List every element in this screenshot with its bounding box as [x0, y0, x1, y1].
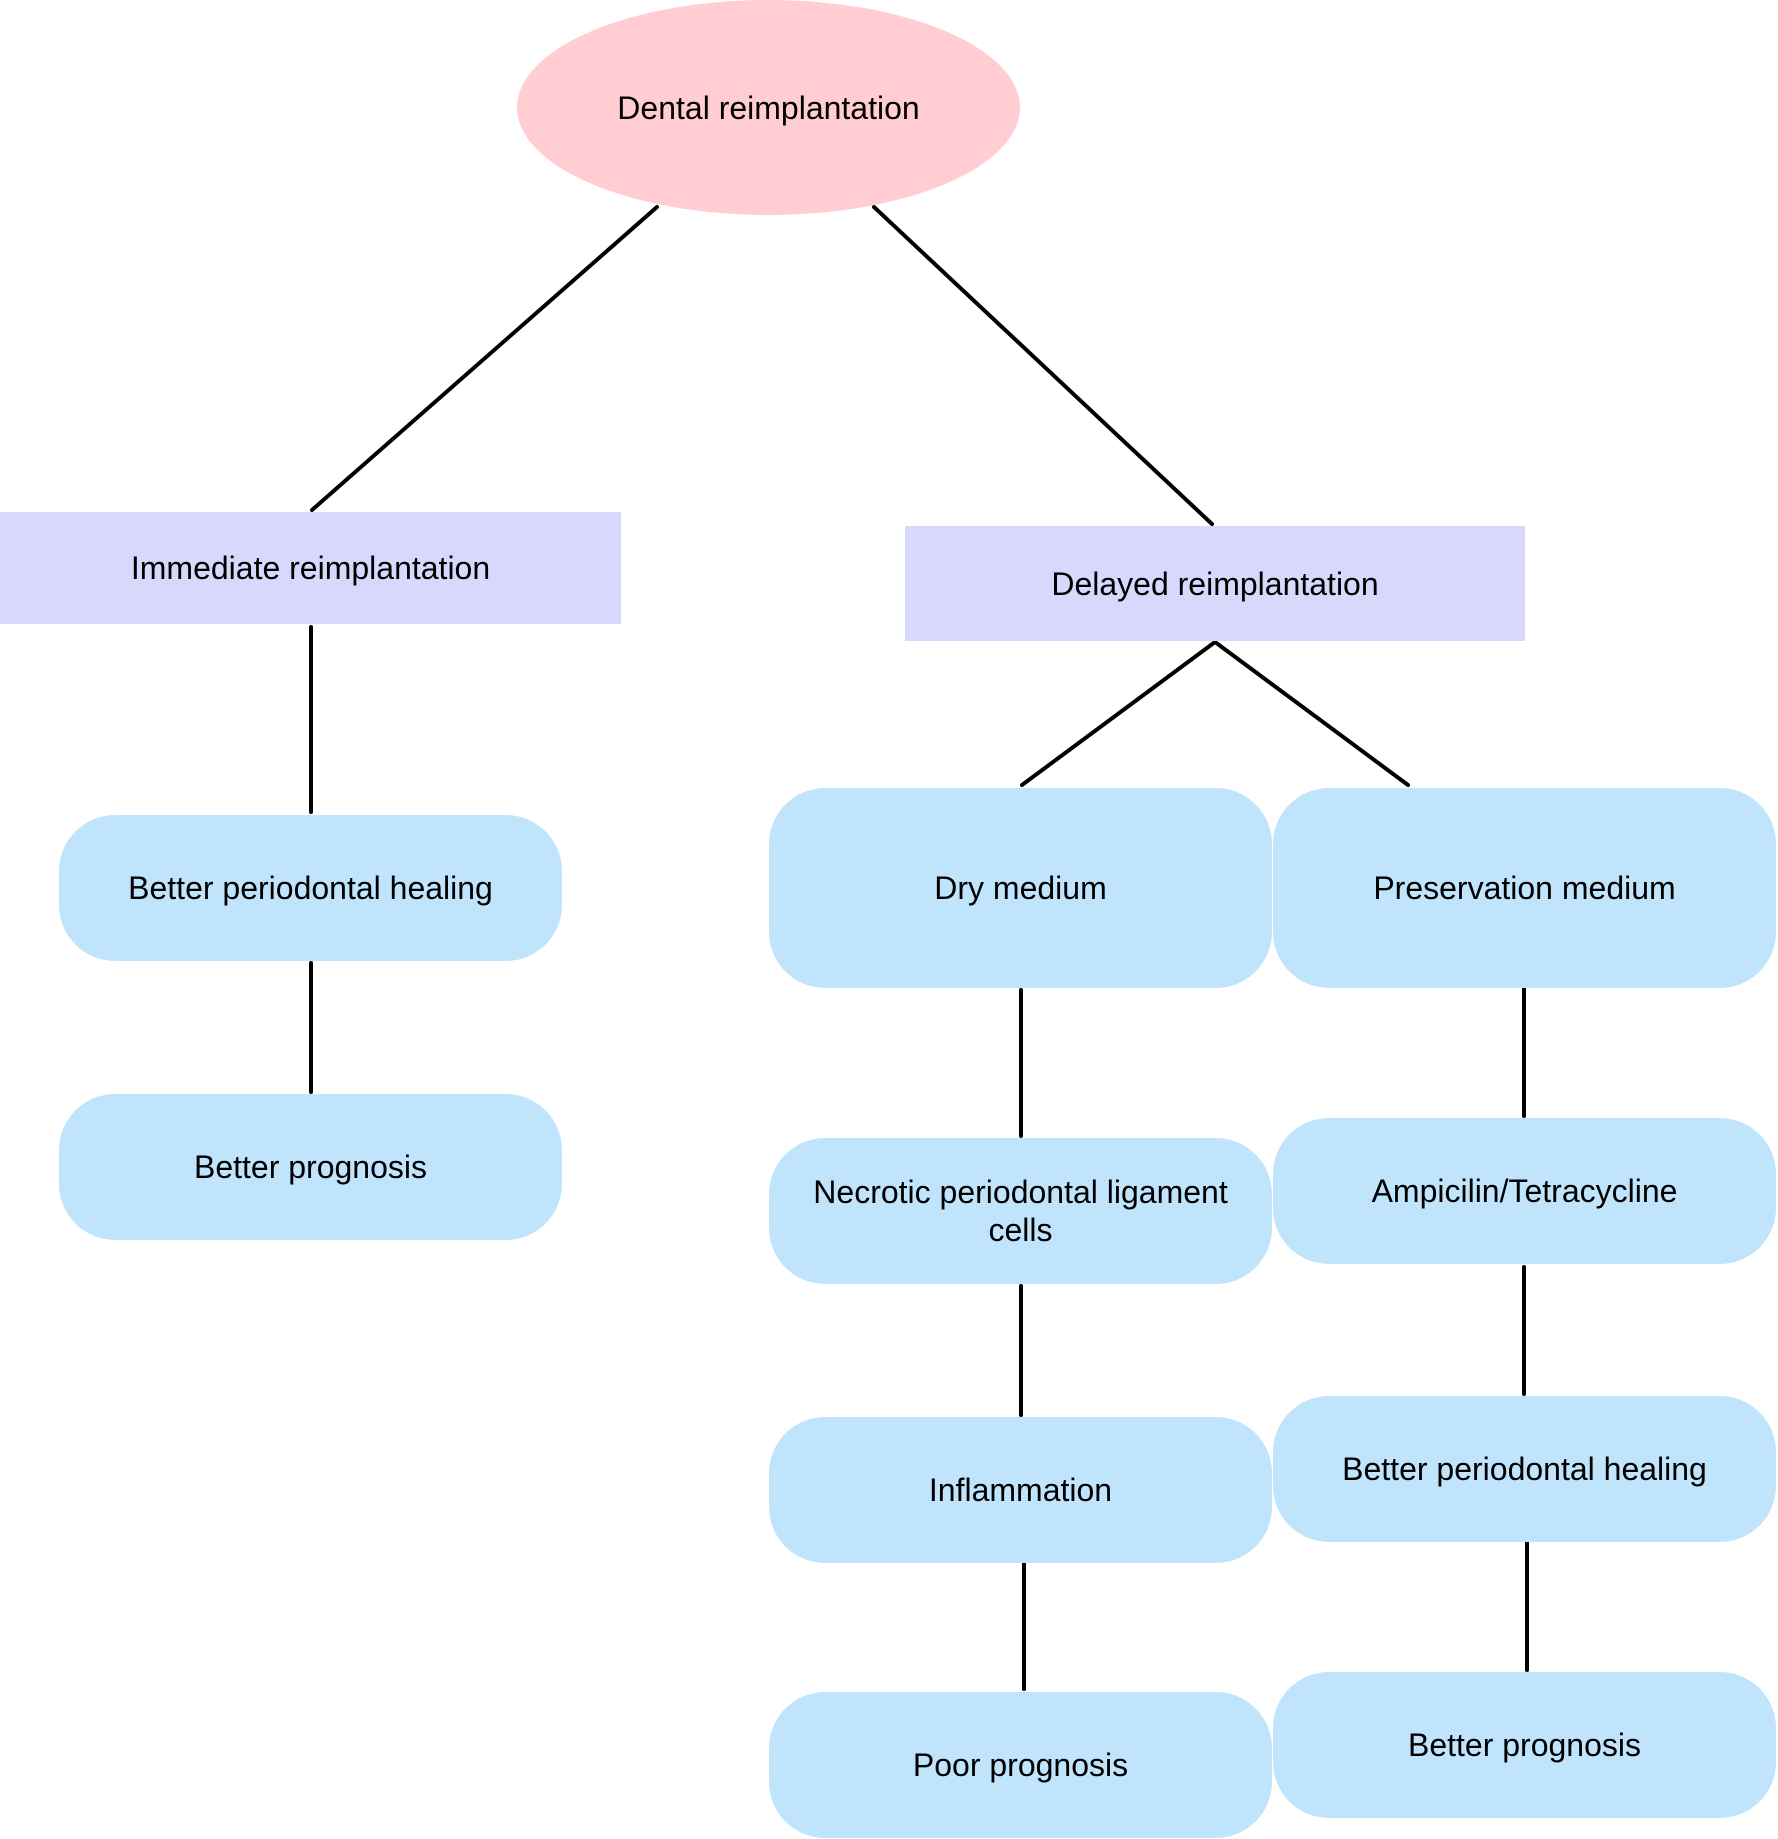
- connector-root-immediate: [310, 205, 659, 512]
- node-ampicilin-tetracycline: Ampicilin/Tetracycline: [1273, 1118, 1776, 1264]
- node-label: Inflammation: [928, 1472, 1113, 1508]
- node-preservation-better-periodontal-healing: Better periodontal healing: [1273, 1396, 1776, 1542]
- node-delayed-label: Delayed reimplantation: [1051, 565, 1379, 602]
- node-immediate-reimplantation: Immediate reimplantation: [0, 512, 621, 624]
- node-poor-prognosis: Poor prognosis: [769, 1692, 1272, 1838]
- node-label: Better prognosis: [1407, 1727, 1641, 1763]
- node-label: Better periodontal healing: [1342, 1451, 1707, 1487]
- node-preservation-medium: Preservation medium: [1273, 788, 1776, 988]
- node-label: Poor prognosis: [912, 1747, 1129, 1783]
- node-preservation-better-prognosis: Better prognosis: [1273, 1672, 1776, 1818]
- connector-delayed-preservation: [1213, 640, 1410, 787]
- root-node-dental-reimplantation: Dental reimplantation: [517, 0, 1020, 215]
- node-label: Preservation medium: [1373, 870, 1676, 906]
- node-immediate-label: Immediate reimplantation: [130, 550, 491, 586]
- root-node-label: Dental reimplantation: [617, 89, 920, 126]
- node-label: Dry medium: [934, 870, 1107, 906]
- node-necrotic-periodontal-ligament-cells: Necrotic periodontal ligament cells: [769, 1138, 1272, 1284]
- node-dry-medium: Dry medium: [769, 788, 1272, 988]
- node-label: Ampicilin/Tetracycline: [1371, 1173, 1678, 1209]
- connector-delayed-dry: [1020, 640, 1217, 787]
- node-inflammation: Inflammation: [769, 1417, 1272, 1563]
- node-label: Better prognosis: [193, 1149, 427, 1185]
- node-immediate-better-periodontal-healing: Better periodontal healing: [59, 815, 562, 961]
- node-label: Necrotic periodontal ligament cells: [813, 1174, 1228, 1248]
- node-delayed-reimplantation: Delayed reimplantation: [905, 526, 1525, 641]
- node-immediate-better-prognosis: Better prognosis: [59, 1094, 562, 1240]
- connector-root-delayed: [872, 205, 1214, 526]
- node-label: Better periodontal healing: [128, 870, 493, 906]
